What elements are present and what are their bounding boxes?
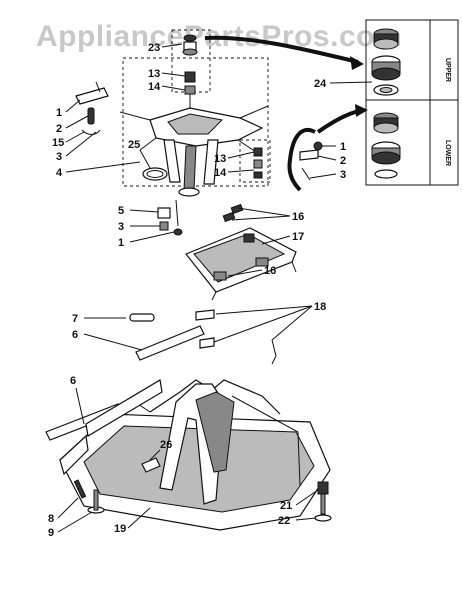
upper-label: UPPER — [444, 58, 451, 82]
callout-1: 1 — [340, 141, 346, 153]
callout-8: 8 — [48, 513, 54, 525]
callout-13: 13 — [214, 153, 226, 165]
lower-label: LOWER — [444, 140, 451, 166]
inset-arrows — [204, 35, 368, 192]
base-frame — [45, 309, 332, 531]
callout-23: 23 — [148, 42, 160, 54]
callout-17: 17 — [292, 231, 304, 243]
callout-6: 6 — [72, 329, 78, 341]
callout-3: 3 — [118, 221, 124, 233]
callout-1: 1 — [56, 107, 62, 119]
callout-25: 25 — [128, 139, 140, 151]
callout-24: 24 — [314, 78, 327, 90]
callout-7: 7 — [72, 313, 78, 325]
callout-16: 16 — [292, 211, 304, 223]
callout-6: 6 — [70, 375, 76, 387]
callout-15: 15 — [52, 137, 64, 149]
callout-1: 1 — [118, 237, 124, 249]
callout-3: 3 — [56, 151, 62, 163]
mount-assembly — [75, 29, 323, 236]
callout-14: 14 — [214, 167, 227, 179]
callout-14: 14 — [148, 81, 161, 93]
bearing-inset: UPPER LOWER — [365, 19, 459, 186]
callout-16: 16 — [264, 265, 276, 277]
callout-22: 22 — [278, 515, 290, 527]
callout-26: 26 — [160, 439, 172, 451]
callout-4: 4 — [56, 167, 63, 179]
callout-2: 2 — [56, 123, 62, 135]
callout-2: 2 — [340, 155, 346, 167]
callout-labels: 23 13 14 24 1 2 15 3 25 4 13 14 1 2 3 5 … — [48, 42, 346, 539]
callout-3: 3 — [340, 169, 346, 181]
callout-5: 5 — [118, 205, 124, 217]
callout-9: 9 — [48, 527, 54, 539]
callout-19: 19 — [114, 523, 126, 535]
callout-13: 13 — [148, 68, 160, 80]
leader-lines — [57, 43, 373, 533]
support-plate — [185, 203, 297, 301]
callout-18: 18 — [314, 301, 326, 313]
callout-21: 21 — [280, 500, 292, 512]
